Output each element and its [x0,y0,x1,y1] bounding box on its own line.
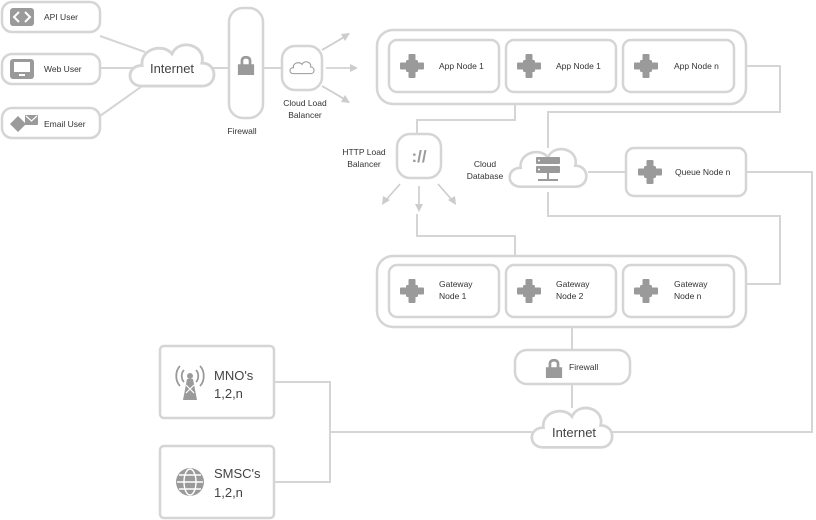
internet-bottom-label: Internet [552,425,596,440]
globe-icon [176,468,204,496]
app-node-2: App Node 1 [504,38,618,94]
email-user-box: Email User [0,106,102,140]
cloud-lb-frame [280,44,324,92]
gateway-node-label-2: Node 2 [556,291,584,301]
app-node-1: App Node 1 [387,38,501,94]
firewall-top-label: Firewall [227,126,256,136]
web-user-label: Web User [44,64,82,74]
gateway-node-label-1: Gateway [556,279,590,289]
arrow-head [382,196,390,205]
app-node-label: App Node n [674,61,719,71]
http-lb-label-1: HTTP Load [342,147,386,157]
arrow-head [448,196,456,205]
arrow-line [385,183,401,201]
arrow-line [321,85,347,101]
queue-node-label: Queue Node n [675,167,731,177]
gateway-node-frame [621,263,736,319]
internet-top-cloud: Internet [128,43,216,88]
gateway-node-label-1: Gateway [674,279,708,289]
connector-httplb-gateway [416,214,516,256]
smsc-label-1: SMSC's [214,466,261,481]
smsc-box: SMSC's 1,2,n [158,444,276,520]
api-user-label: API User [44,12,78,22]
connector-queue-internet [610,171,813,433]
app-node-n: App Node n [621,38,736,94]
web-user-box: Web User [0,52,102,86]
connector-email-internet [99,83,146,117]
smsc-label-2: 1,2,n [214,485,243,500]
http-lb-symbol: :// [411,147,426,166]
app-node-label: App Node 1 [439,61,484,71]
app-nodes-group: App Node 1 App Node 1 App Node n [375,28,748,106]
gateway-node-label-2: Node n [674,291,702,301]
server-icon [536,157,560,181]
arrow-head [341,95,350,103]
queue-node: Queue Node n [624,146,748,198]
connector-operators-bracket [274,381,331,483]
app-node-label: App Node 1 [556,61,601,71]
email-icon [10,115,38,132]
email-user-label: Email User [44,119,86,129]
internet-bottom-cloud: Internet [530,406,614,449]
gateway-node-frame [387,263,501,319]
internet-top-label: Internet [150,61,194,76]
cloud-database: Cloud Database [467,147,588,189]
gateway-node-n: Gateway Node n [621,263,736,319]
code-icon [10,8,34,26]
arrow-head [341,33,350,41]
firewall-bottom: Firewall [513,348,632,386]
app-node-frame [621,38,736,94]
gateway-nodes-group: Gateway Node 1 Gateway Node 2 Gateway No… [375,254,748,329]
connector-appn-db [547,65,781,148]
firewall-bottom-frame [513,348,632,386]
http-lb-frame [395,132,443,180]
mno-label-2: 1,2,n [214,386,243,401]
cloud-db-label-1: Cloud [474,159,496,169]
gateway-node-label-2: Node 1 [439,291,467,301]
app-node-frame [387,38,501,94]
firewall-top-frame [227,6,265,120]
smsc-frame [158,444,276,520]
arrow-head [350,64,358,72]
http-load-balancer: :// HTTP Load Balancer [342,132,443,180]
lb-arrows [321,33,456,212]
connections [99,35,813,483]
arrow-line [437,183,453,201]
mno-label-1: MNO's [214,368,254,383]
gateway-node-frame [504,263,618,319]
app-node-frame [504,38,618,94]
cloud-lb-label-1: Cloud Load [283,98,327,108]
arrow-line [321,35,347,51]
cloud-db-label-2: Database [467,171,504,181]
cell-tower-icon [175,365,205,400]
connector-api-internet [99,35,146,53]
connector-db-gateway [547,192,781,285]
monitor-icon [10,59,34,79]
api-user-box: API User [0,0,102,34]
queue-node-frame [624,146,748,198]
gateway-node-label-1: Gateway [439,279,473,289]
gateway-node-2: Gateway Node 2 [504,263,618,319]
firewall-top: Firewall [227,6,265,136]
cloud-load-balancer: Cloud Load Balancer [280,44,327,120]
connector-app-httplb [416,104,516,134]
firewall-bottom-label: Firewall [569,362,598,372]
gateway-node-1: Gateway Node 1 [387,263,501,319]
mno-box: MNO's 1,2,n [158,344,276,420]
cloud-lb-label-2: Balancer [288,110,322,120]
http-lb-label-2: Balancer [347,159,381,169]
arrow-head [415,204,423,212]
